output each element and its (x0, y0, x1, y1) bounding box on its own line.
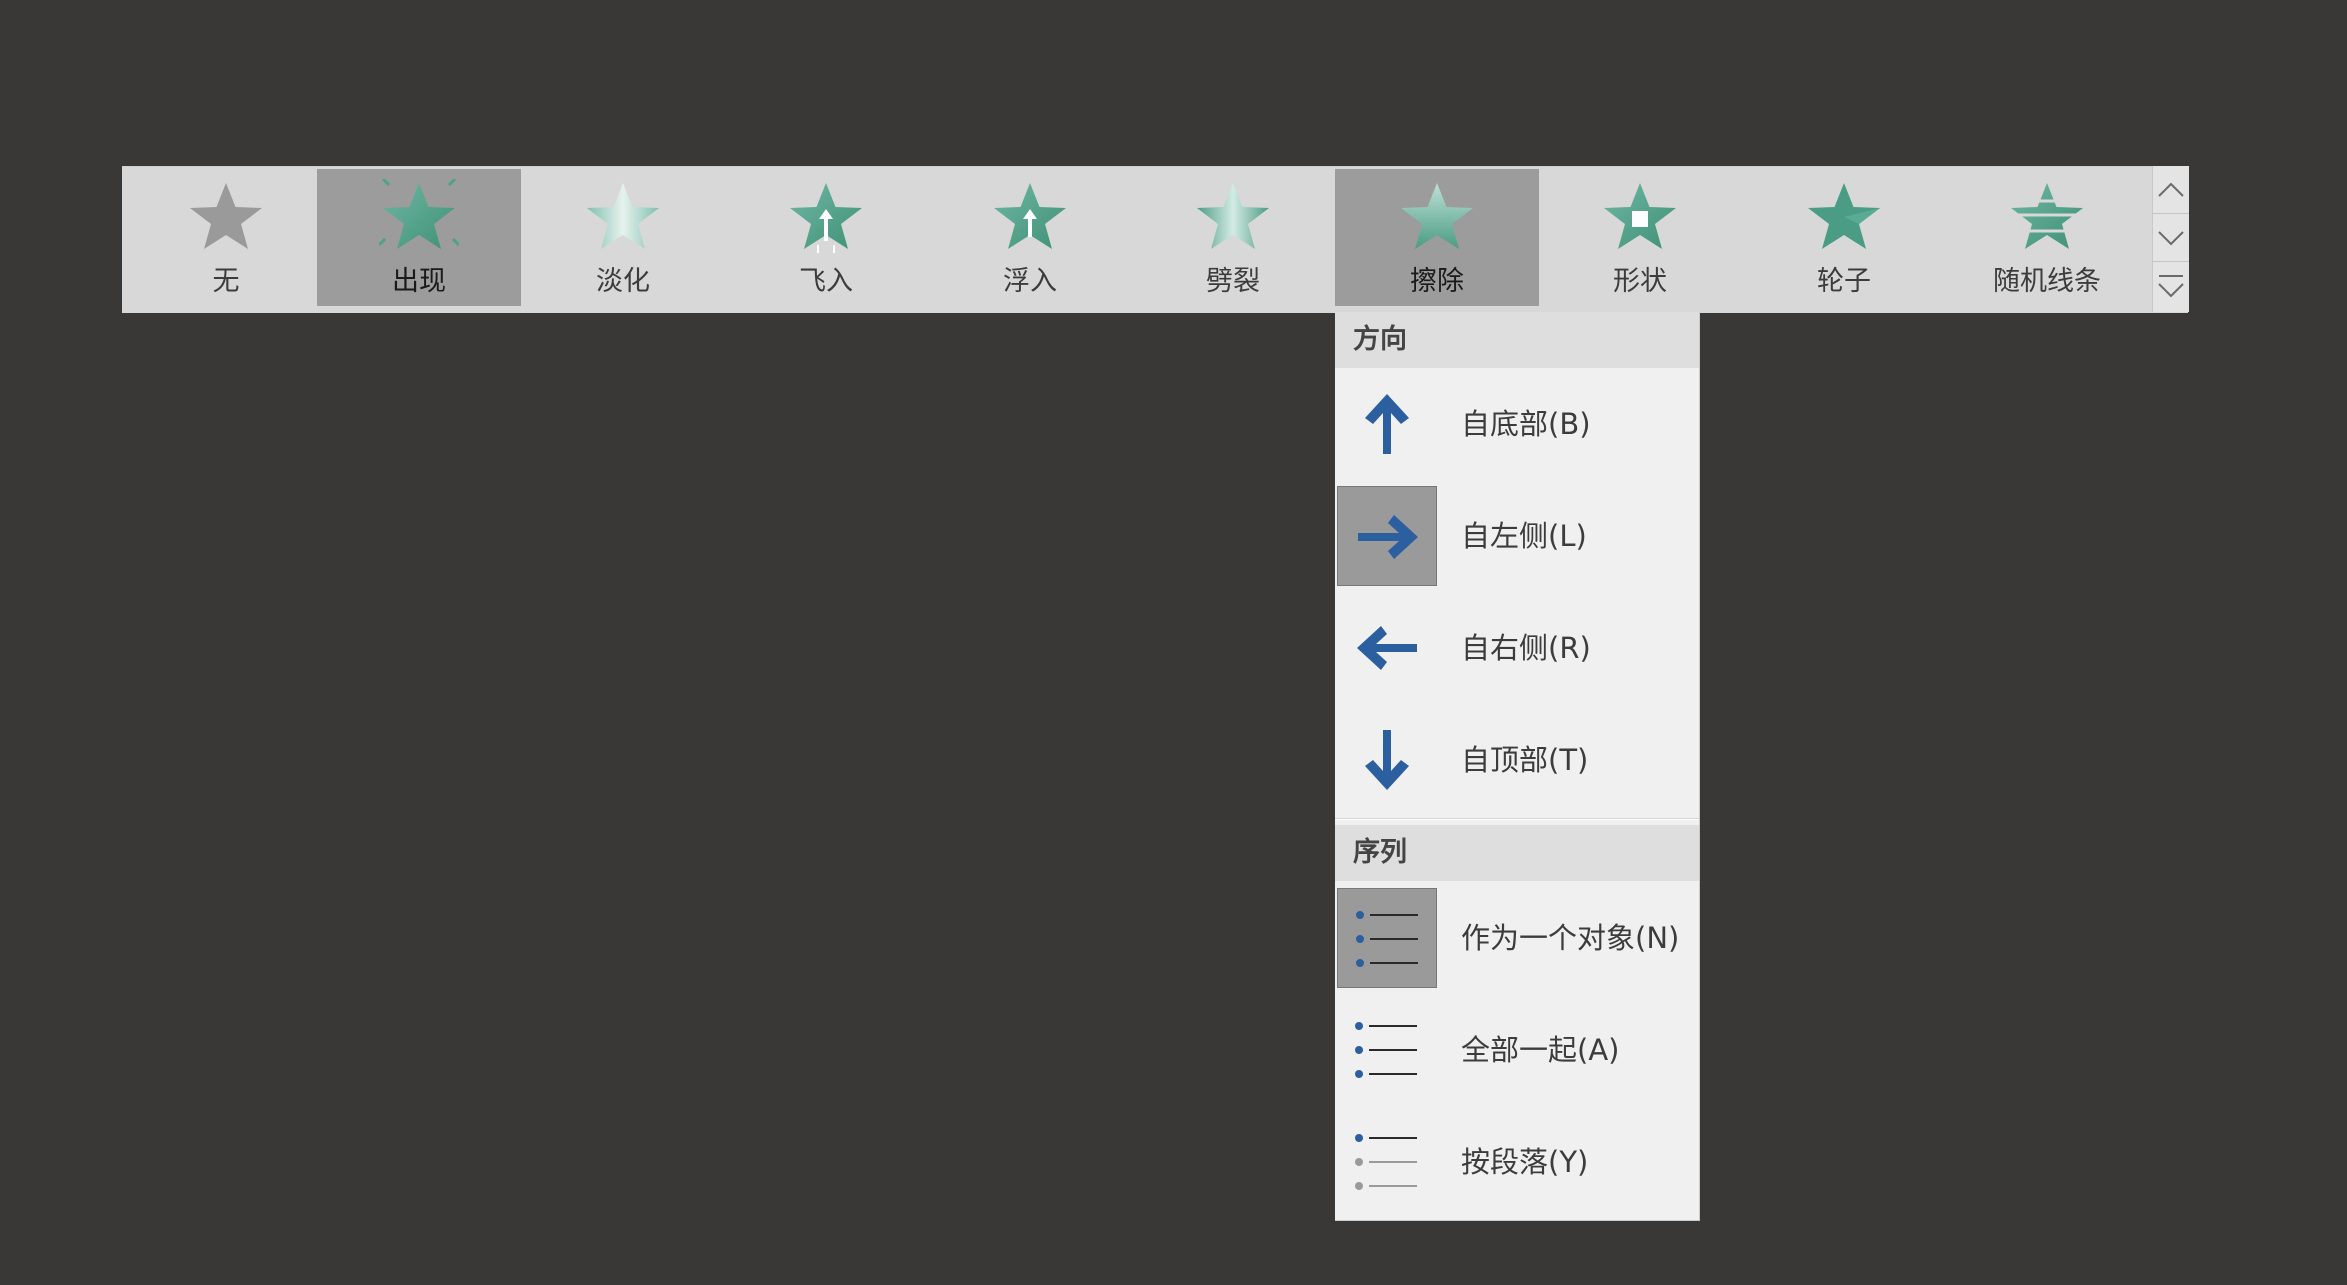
effect-wheel[interactable]: 轮子 (1742, 169, 1946, 306)
sequence-by-paragraph-iconbox (1337, 1112, 1437, 1212)
star-wipe-icon (1401, 183, 1473, 249)
direction-from-left[interactable]: 自左侧(L) (1335, 486, 1699, 588)
direction-from-bottom-iconbox (1337, 374, 1437, 474)
effect-split[interactable]: 劈裂 (1131, 169, 1335, 306)
expand-more-icon (2158, 275, 2184, 298)
direction-label: 自底部(B) (1461, 407, 1591, 441)
effect-wipe[interactable]: 擦除 (1335, 169, 1539, 306)
effect-label: 浮入 (1003, 266, 1057, 297)
sequence-header: 序列 (1335, 825, 1699, 881)
direction-from-left-iconbox (1337, 486, 1437, 586)
star-split-icon (1197, 183, 1269, 249)
sequence-all-at-once-iconbox (1337, 1000, 1437, 1100)
arrow-right-icon (1358, 515, 1418, 559)
effect-fly-in[interactable]: 飞入 (724, 169, 928, 306)
effect-shape[interactable]: 形状 (1538, 169, 1742, 306)
animation-effects-gallery: 无 出现 淡化 飞入 浮入 (122, 166, 2188, 313)
effect-appear[interactable]: 出现 (317, 169, 521, 306)
sequence-label: 按段落(Y) (1461, 1145, 1589, 1179)
direction-label: 自右侧(R) (1461, 631, 1591, 665)
effect-label: 轮子 (1817, 266, 1871, 297)
menu-separator (1335, 818, 1699, 820)
arrow-left-icon (1357, 626, 1417, 670)
direction-from-top[interactable]: 自顶部(T) (1335, 710, 1699, 812)
effect-label: 擦除 (1410, 266, 1464, 297)
star-gray-icon (190, 183, 262, 249)
direction-from-top-iconbox (1337, 710, 1437, 810)
scroll-up-button[interactable] (2153, 166, 2189, 214)
sequence-as-one-object-iconbox (1337, 888, 1437, 988)
chevron-down-icon (2158, 231, 2184, 246)
arrow-up-icon (1365, 394, 1409, 454)
star-shape-icon (1604, 183, 1676, 249)
scroll-down-button[interactable] (2153, 214, 2189, 262)
effect-label: 淡化 (596, 266, 650, 297)
sequence-label: 全部一起(A) (1461, 1033, 1620, 1067)
direction-from-right-iconbox (1337, 598, 1437, 698)
gallery-more-button[interactable] (2153, 262, 2189, 310)
bullet-list-all-at-once-icon (1355, 1022, 1417, 1078)
effect-fade[interactable]: 淡化 (521, 169, 725, 306)
effect-options-menu: 方向 自底部(B) 自左侧(L) 自右侧(R) 自顶部 (1335, 312, 1700, 1221)
sequence-label: 作为一个对象(N) (1461, 921, 1680, 955)
sequence-by-paragraph[interactable]: 按段落(Y) (1335, 1112, 1699, 1214)
effect-float-in[interactable]: 浮入 (928, 169, 1132, 306)
direction-header: 方向 (1335, 312, 1699, 368)
direction-from-bottom[interactable]: 自底部(B) (1335, 374, 1699, 476)
gallery-scrollbar (2152, 166, 2189, 312)
bullet-list-one-object-icon (1356, 911, 1418, 967)
star-random-bars-icon (2007, 183, 2087, 249)
sequence-as-one-object[interactable]: 作为一个对象(N) (1335, 888, 1699, 990)
direction-label: 自顶部(T) (1461, 743, 1589, 777)
effect-label: 飞入 (799, 266, 853, 297)
arrow-down-icon (1365, 730, 1409, 790)
star-float-in-icon (994, 183, 1066, 249)
direction-label: 自左侧(L) (1461, 519, 1587, 553)
effect-label: 随机线条 (1993, 266, 2101, 297)
effect-none[interactable]: 无 (124, 169, 328, 306)
effect-label: 形状 (1613, 266, 1667, 297)
star-wheel-icon (1808, 183, 1880, 249)
direction-from-right[interactable]: 自右侧(R) (1335, 598, 1699, 700)
effect-label: 出现 (392, 266, 446, 297)
effect-random-bars[interactable]: 随机线条 (1945, 169, 2149, 306)
star-fade-icon (587, 183, 659, 249)
star-appear-icon (379, 179, 459, 249)
chevron-up-icon (2158, 182, 2184, 197)
bullet-list-by-paragraph-icon (1355, 1134, 1417, 1190)
star-fly-in-icon (790, 183, 862, 253)
effect-label: 无 (212, 266, 240, 297)
sequence-all-at-once[interactable]: 全部一起(A) (1335, 1000, 1699, 1102)
effect-label: 劈裂 (1206, 266, 1260, 297)
